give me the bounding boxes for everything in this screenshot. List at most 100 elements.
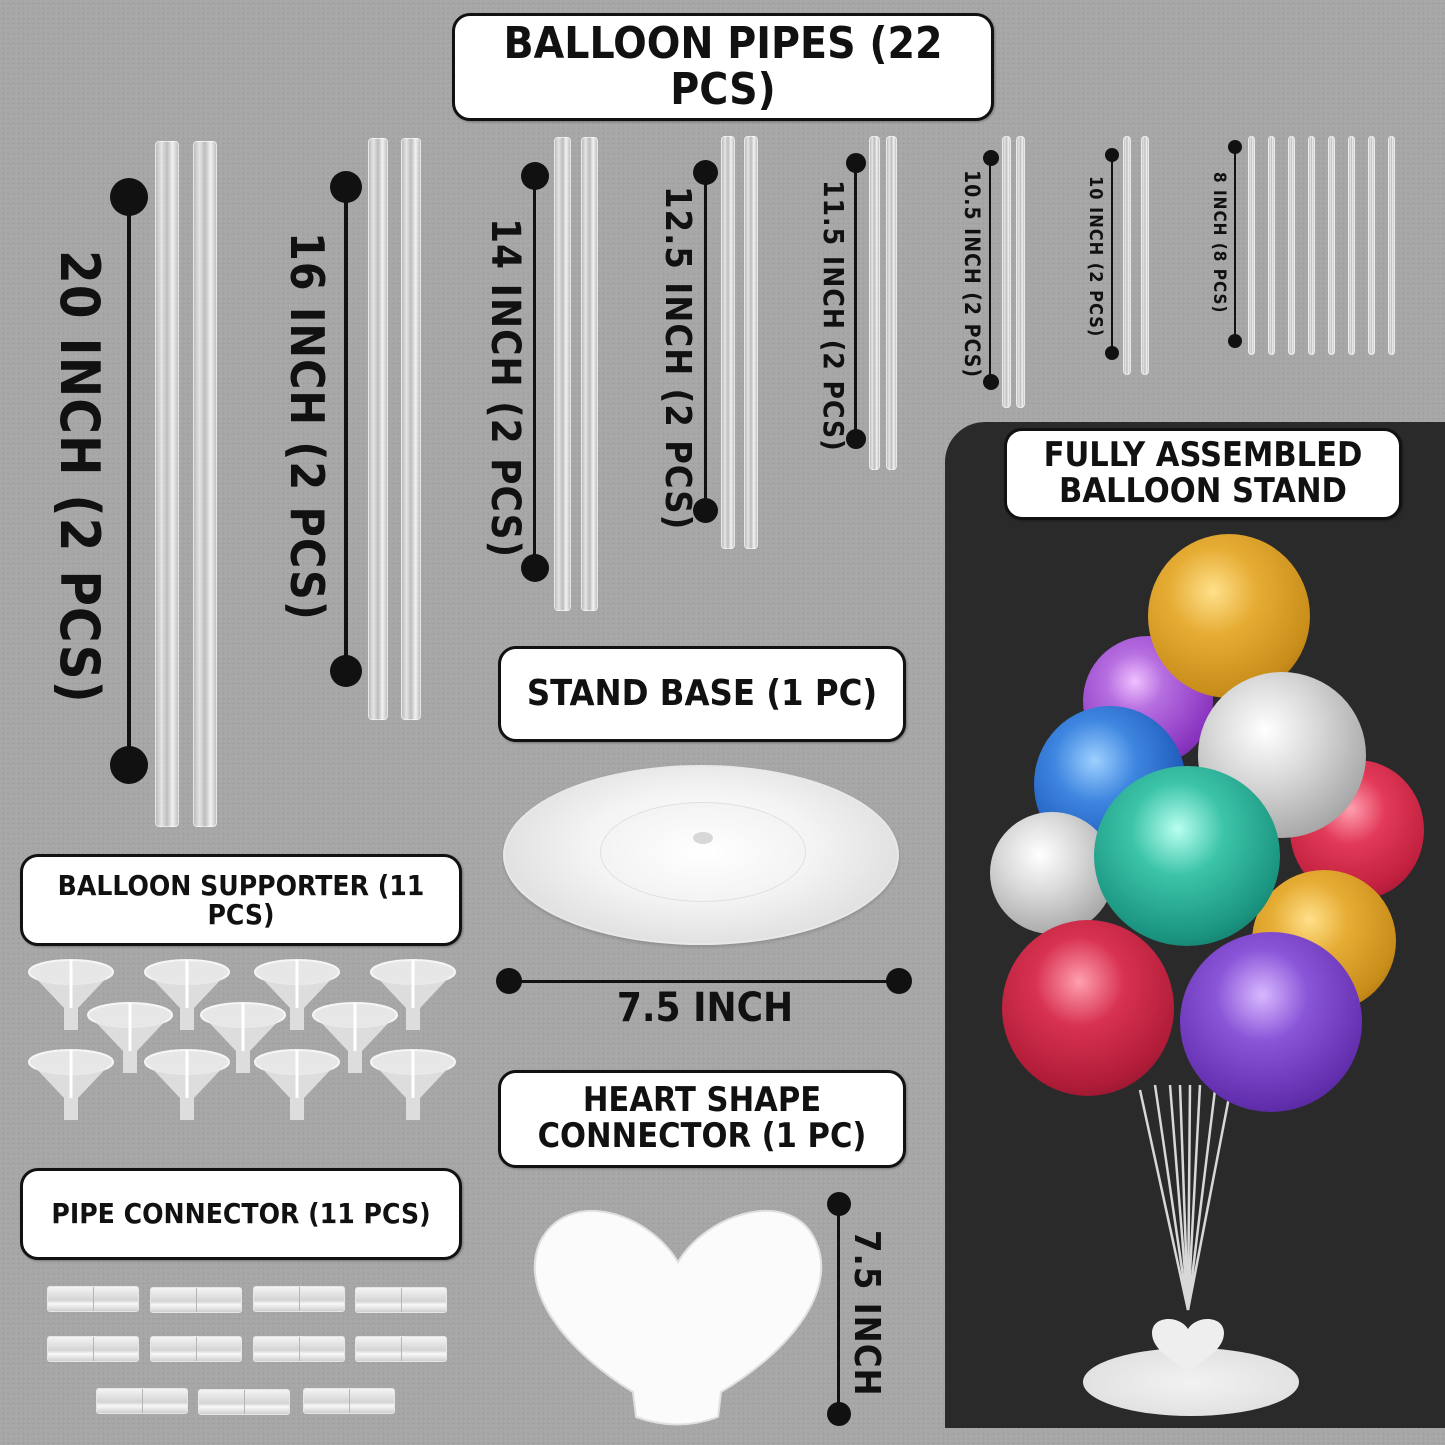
balloon-supporter-cup-icon: [144, 959, 230, 1030]
measure-dot: [1228, 140, 1242, 154]
pipe-label-8in: 8 INCH (8 PCS): [1209, 172, 1229, 314]
measure-dot: [827, 1192, 851, 1216]
pipe: [1308, 136, 1315, 355]
pipe-connector-piece: [150, 1287, 242, 1313]
pipe: [744, 136, 758, 549]
pipe-connector-piece: [253, 1286, 345, 1312]
pipe-connector-piece: [355, 1336, 447, 1362]
heart-connector-title: HEART SHAPE CONNECTOR (1 PC): [498, 1070, 906, 1168]
balloon-supporter-cup-icon: [254, 1049, 340, 1120]
pipe: [869, 136, 880, 470]
balloon-supporter-title: BALLOON SUPPORTER (11 PCS): [20, 854, 462, 946]
balloon-purple-bottom: [1180, 932, 1362, 1112]
balloon-supporter-cup-icon: [254, 959, 340, 1030]
balloon-gold-top: [1148, 534, 1310, 698]
pipe-connector-piece: [150, 1336, 242, 1362]
pipe-label-11-5in: 11.5 INCH (2 PCS): [817, 180, 850, 452]
pipe-label-10-5in: 10.5 INCH (2 PCS): [960, 170, 984, 378]
heart-connector-title-line1: HEART SHAPE: [582, 1080, 822, 1121]
pipe: [1141, 136, 1149, 375]
pipe: [1248, 136, 1255, 355]
pipe: [401, 138, 421, 720]
stand-base-hole: [693, 832, 713, 844]
measure-line: [854, 165, 857, 437]
measure-dot: [983, 374, 999, 390]
balloon-supporter-cup-icon: [28, 959, 114, 1030]
stand-base-dimension: 7.5 INCH: [616, 985, 794, 1031]
measure-line: [704, 171, 707, 511]
balloon-supporter-cup-icon: [144, 1049, 230, 1120]
measure-line: [1111, 155, 1113, 353]
measure-line: [989, 158, 991, 382]
pipe-label-10in: 10 INCH (2 PCS): [1085, 176, 1106, 338]
assembled-heart-icon: [1152, 1318, 1224, 1371]
pipe: [1348, 136, 1355, 355]
assembled-title-line1: FULLY ASSEMBLED: [1043, 435, 1363, 476]
pipe: [554, 137, 571, 611]
measure-dot: [1105, 346, 1119, 360]
measure-dot: [886, 968, 912, 994]
pipe-connector-piece: [96, 1388, 188, 1414]
pipe: [155, 141, 179, 827]
pipe-label-16in: 16 INCH (2 PCS): [280, 232, 334, 621]
pipe: [193, 141, 217, 827]
balloon-supporter-cup-icon: [312, 1002, 398, 1073]
measure-dot: [521, 162, 549, 190]
heart-connector-dimension: 7.5 INCH: [846, 1230, 887, 1397]
pipe: [886, 136, 897, 470]
pipe: [1268, 136, 1275, 355]
pipe-label-14in: 14 INCH (2 PCS): [482, 218, 528, 559]
measure-dot: [1105, 148, 1119, 162]
balloon-silver-left: [990, 812, 1114, 934]
measure-dot: [693, 160, 718, 185]
pipe: [581, 137, 598, 611]
balloon-supporter-title-text: BALLOON SUPPORTER (11 PCS): [57, 868, 425, 931]
measure-dot: [330, 655, 362, 687]
balloon-supporter-cup-icon: [370, 1049, 456, 1120]
measure-line: [837, 1205, 840, 1413]
balloon-red-bottom: [1002, 920, 1174, 1096]
measure-line: [127, 195, 131, 765]
pipe: [721, 136, 735, 549]
measure-dot: [1228, 334, 1242, 348]
pipe-connector-title: PIPE CONNECTOR (11 PCS): [20, 1168, 462, 1260]
pipe: [1002, 136, 1011, 408]
measure-line: [1234, 147, 1236, 341]
pipe: [1368, 136, 1375, 355]
pipe: [1288, 136, 1295, 355]
pipe-connector-piece: [47, 1336, 139, 1362]
balloon-supporter-cup-icon: [370, 959, 456, 1030]
stand-base-title-text: STAND BASE (1 PC): [526, 673, 878, 715]
pipe-connector-piece: [47, 1286, 139, 1312]
pipe: [1016, 136, 1025, 408]
stand-base-image: [503, 765, 899, 945]
stand-base-inner-ring: [600, 802, 806, 902]
measure-line: [344, 185, 348, 670]
measure-dot: [983, 150, 999, 166]
measure-dot: [827, 1402, 851, 1426]
pipe: [368, 138, 388, 720]
pipe-connector-title-text: PIPE CONNECTOR (11 PCS): [51, 1197, 431, 1231]
balloon-sticks-icon: [1138, 1084, 1232, 1311]
heart-connector-icon: [533, 1209, 823, 1426]
balloon-pipes-title: BALLOON PIPES (22 PCS): [452, 13, 994, 121]
measure-line: [533, 176, 536, 568]
measure-dot: [330, 171, 362, 203]
measure-dot: [846, 429, 866, 449]
measure-dot: [693, 498, 718, 523]
assembled-title-line2: BALLOON STAND: [1059, 471, 1347, 511]
measure-dot: [521, 554, 549, 582]
pipe: [1328, 136, 1335, 355]
measure-dot: [846, 153, 866, 173]
pipe-connector-piece: [355, 1287, 447, 1313]
pipe-connector-piece: [253, 1336, 345, 1362]
balloon-teal: [1094, 766, 1280, 946]
pipe-label-20in: 20 INCH (2 PCS): [48, 250, 111, 704]
pipe: [1123, 136, 1131, 375]
balloon-pipes-title-text: BALLOON PIPES (22 PCS): [503, 17, 943, 115]
pipe: [1388, 136, 1395, 355]
measure-line: [510, 980, 898, 983]
balloon-supporter-cup-icon: [28, 1049, 114, 1120]
balloon-supporter-cup-icon: [200, 1002, 286, 1073]
pipe-connector-piece: [303, 1388, 395, 1414]
